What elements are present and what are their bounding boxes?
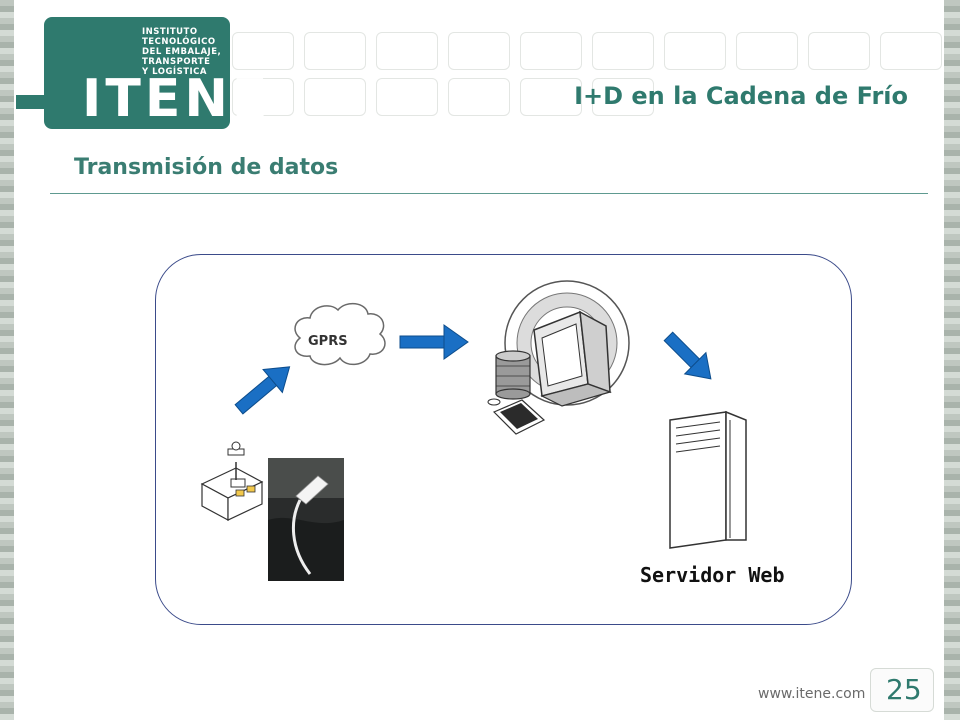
logo-notch bbox=[16, 95, 56, 109]
logo-line-4: TRANSPORTE bbox=[142, 57, 211, 67]
server-label: Servidor Web bbox=[640, 563, 785, 587]
usb-modem-photo bbox=[268, 458, 344, 581]
logo-line-5: Y LOGÍSTICA bbox=[142, 67, 207, 77]
keyboard-icon bbox=[487, 398, 546, 435]
decorative-tile bbox=[376, 78, 438, 116]
decorative-tile bbox=[304, 78, 366, 116]
background-strip-right bbox=[944, 0, 960, 720]
database-icon bbox=[495, 350, 531, 400]
slide: INSTITUTO TECNOLÓGICO DEL EMBALAJE, TRAN… bbox=[14, 0, 944, 720]
itene-logo: INSTITUTO TECNOLÓGICO DEL EMBALAJE, TRAN… bbox=[16, 17, 267, 129]
cloud-icon: GPRS bbox=[294, 302, 386, 366]
section-divider bbox=[50, 193, 928, 194]
decorative-tile bbox=[520, 32, 582, 70]
diagram-frame bbox=[155, 254, 852, 625]
decorative-tile bbox=[736, 32, 798, 70]
page-number-tab bbox=[870, 668, 934, 712]
logo-line-3: DEL EMBALAJE, bbox=[142, 47, 222, 57]
decorative-tile bbox=[880, 32, 942, 70]
slide-title: I+D en la Cadena de Frío bbox=[574, 82, 908, 110]
logo-line-1: INSTITUTO bbox=[142, 27, 198, 37]
decorative-tile bbox=[808, 32, 870, 70]
decorative-tile bbox=[232, 78, 294, 116]
decorative-tile bbox=[232, 32, 294, 70]
decorative-tile bbox=[376, 32, 438, 70]
decorative-tile bbox=[664, 32, 726, 70]
section-title: Transmisión de datos bbox=[74, 155, 339, 180]
computer-icon bbox=[487, 280, 630, 435]
decorative-tile-grid bbox=[232, 32, 952, 120]
logo-line-2: TECNOLÓGICO bbox=[142, 37, 216, 47]
arrow-down-right-icon bbox=[663, 331, 712, 380]
decorative-tile bbox=[592, 32, 654, 70]
logo-wordmark: ITENE bbox=[82, 69, 272, 129]
decorative-tile bbox=[592, 78, 654, 116]
server-tower-icon bbox=[669, 410, 747, 549]
decorative-tile bbox=[520, 78, 582, 116]
decorative-tile bbox=[304, 32, 366, 70]
background-strip-left bbox=[0, 0, 14, 720]
decorative-tile bbox=[448, 32, 510, 70]
arrow-up-right-icon bbox=[234, 366, 291, 415]
footer-url: www.itene.com bbox=[758, 686, 866, 702]
page-number: 25 bbox=[886, 673, 922, 706]
data-logger-icon bbox=[200, 441, 264, 522]
cloud-label: GPRS bbox=[308, 334, 348, 349]
arrow-right-icon bbox=[399, 324, 469, 360]
decorative-tile bbox=[448, 78, 510, 116]
diagram-graphics: GPRS bbox=[200, 280, 747, 581]
